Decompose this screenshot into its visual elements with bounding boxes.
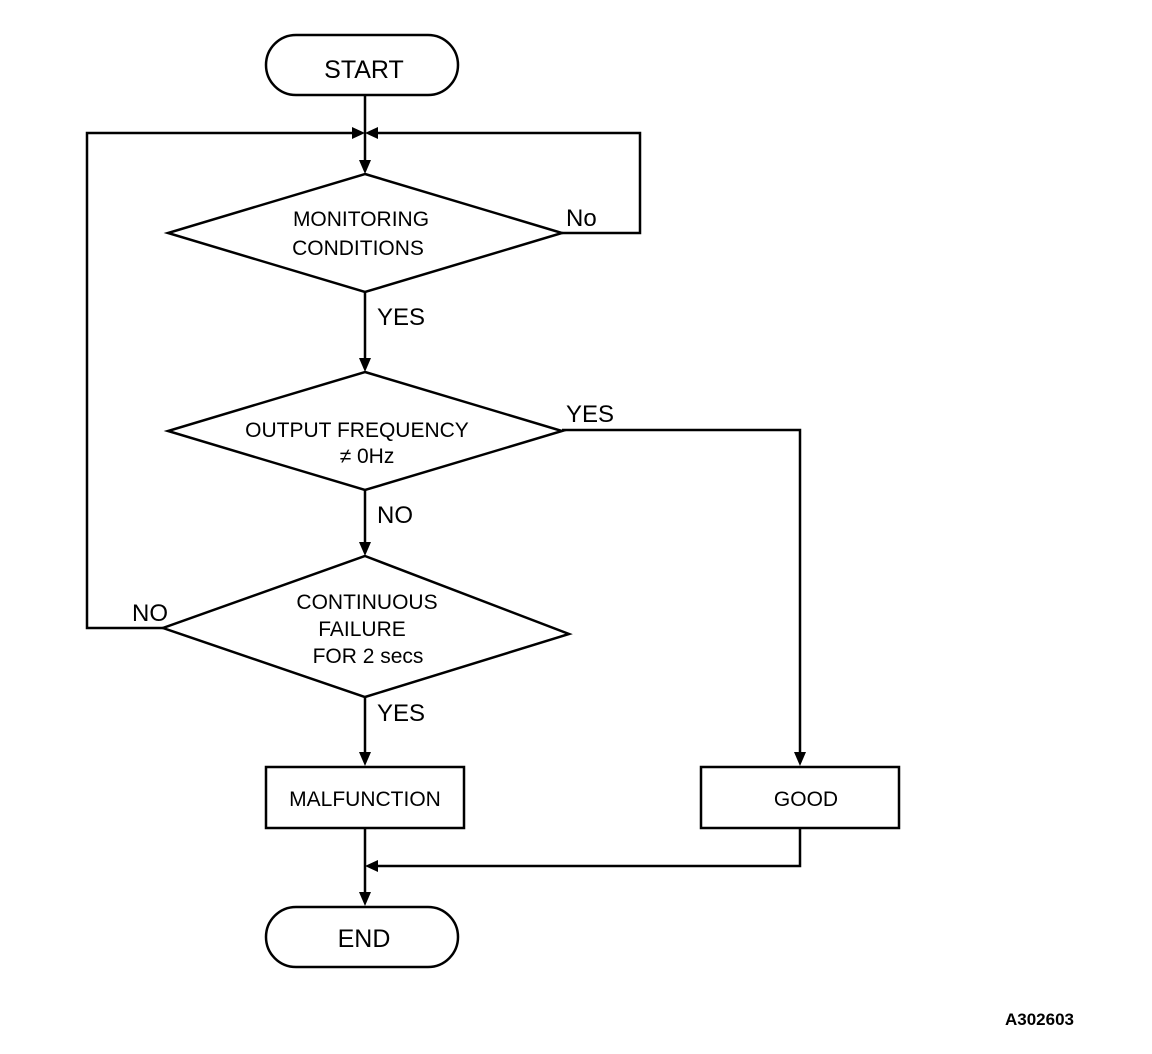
- continuous-failure-label-line1: CONTINUOUS: [296, 591, 437, 614]
- edge-output-yes: [562, 428, 802, 760]
- monitoring-label-line1: MONITORING: [293, 208, 429, 231]
- continuous-failure-label-line2: FAILURE: [318, 618, 406, 641]
- start-node: START: [264, 33, 460, 97]
- end-node: END: [264, 905, 460, 969]
- malfunction-label: MALFUNCTION: [289, 788, 441, 811]
- failure-no-label: NO: [132, 600, 168, 627]
- output-no-label: NO: [377, 502, 413, 529]
- arrowheads: [352, 127, 806, 906]
- start-label: START: [324, 56, 404, 84]
- edge-labels: No YES YES NO NO YES: [132, 205, 614, 727]
- good-label: GOOD: [774, 788, 838, 811]
- arrowhead-down: [794, 752, 806, 766]
- monitoring-no-label: No: [566, 205, 597, 232]
- end-label: END: [338, 925, 391, 953]
- output-yes-label: YES: [566, 401, 614, 428]
- output-frequency-label-line1: OUTPUT FREQUENCY: [245, 419, 469, 442]
- edge-failure-no-loop: [85, 131, 358, 630]
- good-node: GOOD: [699, 765, 901, 830]
- malfunction-node: MALFUNCTION: [264, 765, 466, 830]
- failure-yes-label: YES: [377, 700, 425, 727]
- arrowhead-down: [359, 358, 371, 372]
- arrowhead-down: [359, 892, 371, 906]
- continuous-failure-decision: CONTINUOUS FAILURE FOR 2 secs: [159, 554, 573, 699]
- continuous-failure-label-line3: FOR 2 secs: [313, 645, 424, 668]
- arrowhead-down: [359, 160, 371, 174]
- edge-monitoring-no-loop: [372, 131, 642, 235]
- arrowhead-left: [365, 860, 378, 872]
- output-frequency-decision: OUTPUT FREQUENCY ≠ 0Hz: [163, 370, 567, 492]
- arrowhead-down: [359, 752, 371, 766]
- output-frequency-label-line2: ≠ 0Hz: [340, 445, 395, 468]
- arrowhead-right: [352, 127, 365, 139]
- figure-id: A302603: [1005, 1010, 1074, 1029]
- monitoring-conditions-decision: MONITORING CONDITIONS: [163, 172, 567, 294]
- connectors: [85, 95, 802, 900]
- monitoring-yes-label: YES: [377, 304, 425, 331]
- edge-good-to-end: [372, 828, 802, 868]
- arrowhead-left: [365, 127, 378, 139]
- monitoring-label-line2: CONDITIONS: [292, 237, 424, 260]
- arrowhead-down: [359, 542, 371, 556]
